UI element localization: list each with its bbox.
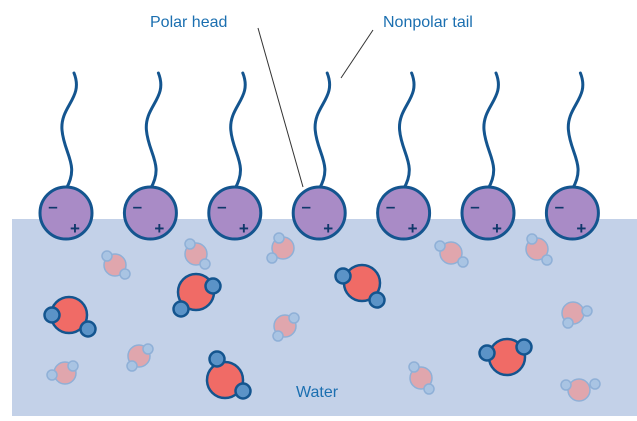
hydrogen-atom [206, 279, 221, 294]
faint-hydrogen-atom [563, 318, 573, 328]
positive-charge-sign: + [408, 219, 418, 238]
nonpolar-tail [484, 73, 499, 189]
faint-hydrogen-atom [590, 379, 600, 389]
faint-hydrogen-atom [68, 361, 78, 371]
faint-hydrogen-atom [102, 251, 112, 261]
hydrogen-atom [480, 346, 495, 361]
polar-head-leader-line [258, 28, 303, 187]
surfactant-molecule: –+ [293, 73, 345, 239]
faint-hydrogen-atom [561, 380, 571, 390]
nonpolar-tail [231, 73, 246, 189]
surfactant-molecule: –+ [378, 73, 430, 239]
hydrogen-atom [336, 269, 351, 284]
faint-hydrogen-atom [424, 384, 434, 394]
hydrogen-atom [174, 302, 189, 317]
nonpolar-tail [568, 73, 583, 189]
negative-charge-sign: – [470, 197, 479, 216]
positive-charge-sign: + [70, 219, 80, 238]
nonpolar-tail [315, 73, 330, 189]
surfactant-molecule: –+ [546, 73, 598, 239]
positive-charge-sign: + [154, 219, 164, 238]
hydrogen-atom [210, 352, 225, 367]
water-label: Water [296, 384, 339, 401]
faint-hydrogen-atom [200, 259, 210, 269]
faint-hydrogen-atom [458, 257, 468, 267]
surfactant-molecule: –+ [462, 73, 514, 239]
faint-hydrogen-atom [542, 255, 552, 265]
faint-hydrogen-atom [47, 370, 57, 380]
negative-charge-sign: – [386, 197, 395, 216]
faint-hydrogen-atom [527, 234, 537, 244]
faint-hydrogen-atom [127, 361, 137, 371]
negative-charge-sign: – [301, 197, 310, 216]
faint-hydrogen-atom [267, 253, 277, 263]
positive-charge-sign: + [239, 219, 249, 238]
hydrogen-atom [517, 340, 532, 355]
nonpolar-tail [62, 73, 77, 189]
positive-charge-sign: + [492, 219, 502, 238]
faint-hydrogen-atom [273, 331, 283, 341]
nonpolar-tail [399, 73, 414, 189]
negative-charge-sign: – [48, 197, 57, 216]
surfactant-molecule: –+ [124, 73, 176, 239]
nonpolar-tail-leader-line [341, 30, 373, 78]
polar-head-label: Polar head [150, 14, 227, 31]
hydrogen-atom [45, 308, 60, 323]
nonpolar-tail-label: Nonpolar tail [383, 14, 473, 31]
negative-charge-sign: – [555, 197, 564, 216]
faint-hydrogen-atom [582, 306, 592, 316]
faint-hydrogen-atom [435, 241, 445, 251]
surfactant-molecules: –+–+–+–+–+–+–+ [40, 73, 598, 239]
faint-hydrogen-atom [409, 362, 419, 372]
surfactant-molecule: –+ [209, 73, 261, 239]
negative-charge-sign: – [133, 197, 142, 216]
faint-hydrogen-atom [120, 269, 130, 279]
hydrogen-atom [81, 322, 96, 337]
positive-charge-sign: + [576, 219, 586, 238]
faint-hydrogen-atom [289, 313, 299, 323]
nonpolar-tail [146, 73, 161, 189]
positive-charge-sign: + [323, 219, 333, 238]
hydrogen-atom [370, 293, 385, 308]
faint-hydrogen-atom [143, 344, 153, 354]
hydrogen-atom [236, 384, 251, 399]
faint-oxygen-atom [568, 379, 590, 401]
faint-hydrogen-atom [274, 233, 284, 243]
negative-charge-sign: – [217, 197, 226, 216]
faint-hydrogen-atom [185, 239, 195, 249]
surfactant-molecule: –+ [40, 73, 92, 239]
